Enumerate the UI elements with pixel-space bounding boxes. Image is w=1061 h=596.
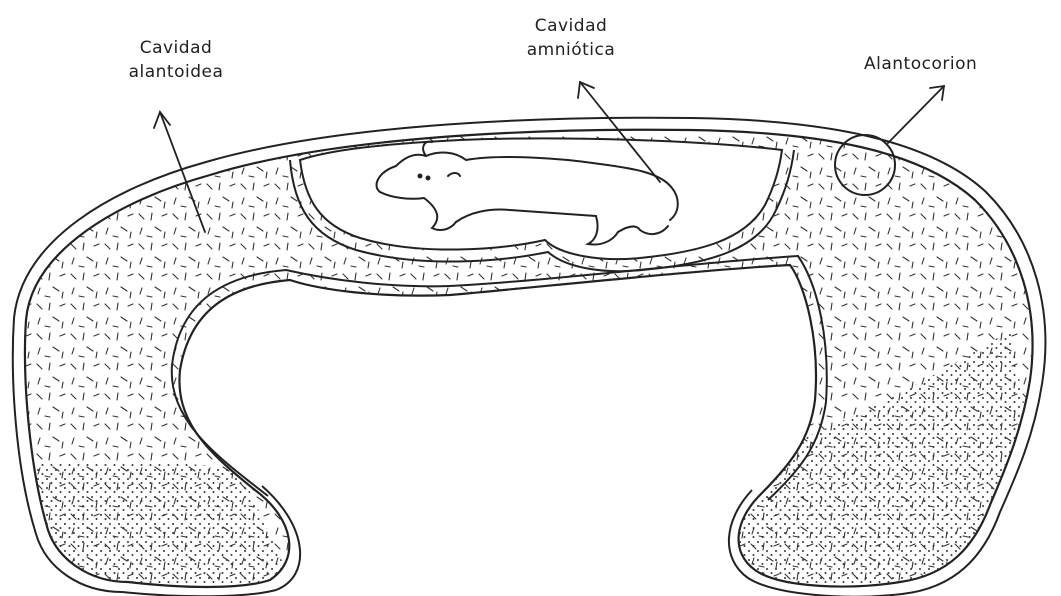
label-cavidad-amniotica: Cavidad amniótica: [486, 14, 656, 62]
label-alantocorion: Alantocorion: [864, 52, 1054, 76]
inner-boundary-line: [172, 256, 827, 500]
label-cavidad-alantoidea-line1: Cavidad: [96, 36, 256, 60]
label-cavidad-amniotica-line1: Cavidad: [486, 14, 656, 38]
arrow-alantoidea-head: [154, 112, 170, 128]
label-cavidad-amniotica-line2: amniótica: [486, 38, 656, 62]
label-cavidad-alantoidea-line2: alantoidea: [96, 60, 256, 84]
arrow-alantocorion: [888, 86, 944, 143]
amniotic-cavity: [300, 138, 782, 259]
label-cavidad-alantoidea: Cavidad alantoidea: [96, 36, 256, 84]
